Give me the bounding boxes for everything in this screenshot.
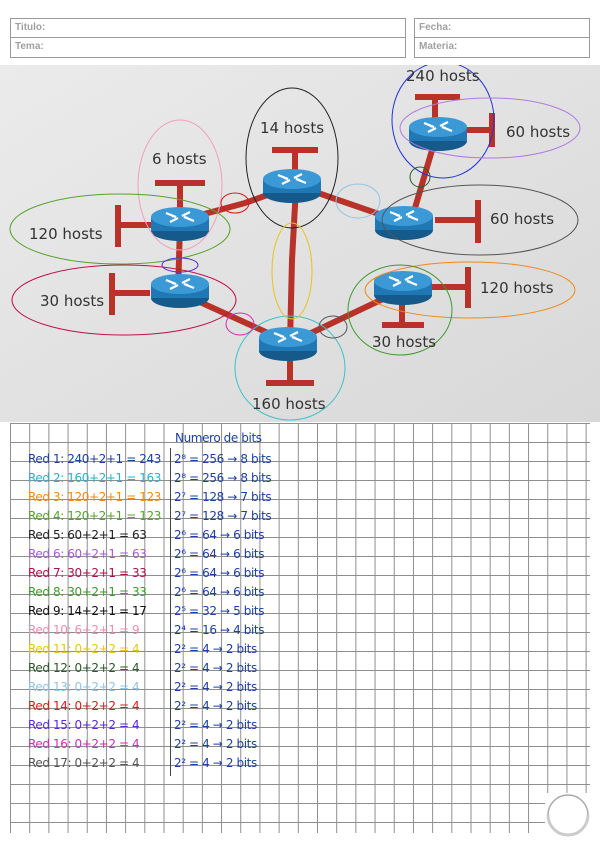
network-ellipses (9, 65, 581, 421)
hosts-label: 60 hosts (490, 210, 554, 228)
bits-calculation: 2⁷ = 128 → 7 bits (174, 490, 272, 504)
bits-calculation: 2⁴ = 16 → 4 bits (174, 623, 265, 637)
hosts-label: 60 hosts (506, 123, 570, 141)
hosts-label: 120 hosts (29, 225, 103, 243)
header-date-box: Fecha: Materia: (414, 18, 590, 58)
router-icon (372, 269, 434, 307)
column-separator (170, 448, 171, 776)
bits-calculation: 2⁷ = 128 → 7 bits (174, 509, 272, 523)
materia-label: Materia: (419, 41, 458, 52)
bits-calculation: 2⁶ = 64 → 6 bits (174, 566, 265, 580)
grid-paper (10, 423, 590, 833)
hosts-label: 6 hosts (152, 150, 207, 168)
titulo-label: Titulo: (11, 19, 405, 38)
hosts-label: 240 hosts (406, 67, 480, 85)
network-calculation: Red 16: 0+2+2 = 4 (28, 737, 140, 751)
bits-calculation: 2² = 4 → 2 bits (174, 737, 257, 751)
hosts-label: 120 hosts (480, 279, 554, 297)
network-calculation: Red 1: 240+2+1 = 243 (28, 452, 161, 466)
network-calculation: Red 11: 0+2+2 = 4 (28, 642, 140, 656)
host-stubs (109, 94, 495, 386)
bits-calculation: 2⁶ = 64 → 6 bits (174, 547, 265, 561)
bits-calculation: 2² = 4 → 2 bits (174, 756, 257, 770)
router-icon (257, 325, 319, 363)
network-calculation: Red 10: 6+2+1 = 9 (28, 623, 140, 637)
network-calculation: Red 8: 30+2+1 = 33 (28, 585, 147, 599)
router-icon (149, 205, 211, 243)
bits-calculation: 2⁶ = 64 → 6 bits (174, 528, 265, 542)
network-diagram-photo: 240 hosts 60 hosts 14 hosts 6 hosts 120 … (0, 65, 600, 422)
router-icon (261, 167, 323, 205)
bits-column-title: Numero de bits (175, 431, 262, 445)
router-icon (373, 204, 435, 242)
network-calculation: Red 12: 0+2+2 = 4 (28, 661, 140, 675)
network-calculation: Red 13: 0+2+2 = 4 (28, 680, 140, 694)
network-calculation: Red 7: 30+2+1 = 33 (28, 566, 147, 580)
header-title-box: Titulo: Tema: (10, 18, 406, 58)
bits-calculation: 2² = 4 → 2 bits (174, 661, 257, 675)
network-calculation: Red 6: 60+2+1 = 63 (28, 547, 147, 561)
network-calculation: Red 14: 0+2+2 = 4 (28, 699, 140, 713)
bits-calculation: 2⁵ = 32 → 5 bits (174, 604, 265, 618)
router-icon (149, 272, 211, 310)
tema-label: Tema: (15, 41, 44, 52)
hosts-label: 160 hosts (252, 395, 326, 413)
network-calculation: Red 9: 14+2+1 = 17 (28, 604, 147, 618)
network-calculation: Red 5: 60+2+1 = 63 (28, 528, 147, 542)
hosts-label: 30 hosts (372, 333, 436, 351)
network-calculation: Red 2: 160+2+1 = 163 (28, 471, 161, 485)
photo-background (0, 65, 600, 422)
network-calculation: Red 4: 120+2+1 = 123 (28, 509, 161, 523)
hosts-label: 14 hosts (260, 119, 324, 137)
bits-calculation: 2² = 4 → 2 bits (174, 699, 257, 713)
network-calculation: Red 17: 0+2+2 = 4 (28, 756, 140, 770)
network-calculation: Red 15: 0+2+2 = 4 (28, 718, 140, 732)
bits-calculation: 2² = 4 → 2 bits (174, 642, 257, 656)
page-corner-decoration (545, 793, 600, 848)
bits-calculation: 2⁸ = 256 → 8 bits (174, 471, 272, 485)
network-calculation: Red 3: 120+2+1 = 123 (28, 490, 161, 504)
bits-calculation: 2² = 4 → 2 bits (174, 680, 257, 694)
bits-calculation: 2⁶ = 64 → 6 bits (174, 585, 265, 599)
bits-calculation: 2² = 4 → 2 bits (174, 718, 257, 732)
bits-calculation: 2⁸ = 256 → 8 bits (174, 452, 272, 466)
fecha-label: Fecha: (415, 19, 589, 38)
hosts-label: 30 hosts (40, 292, 104, 310)
